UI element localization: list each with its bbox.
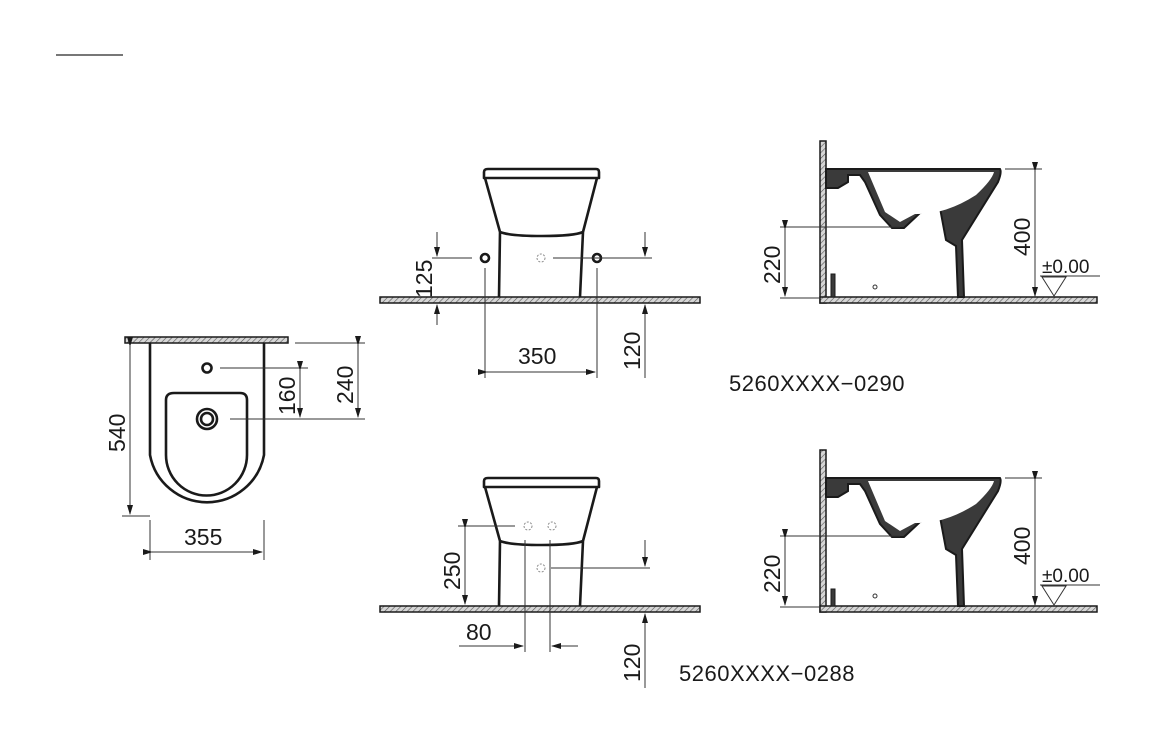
dim-outlet-height: 220 (759, 555, 785, 593)
level-label: ±0.00 (1042, 566, 1089, 587)
inlet-pipe (830, 588, 836, 607)
wall-section (124, 336, 289, 344)
dim-tap-to-drain: 160 (274, 377, 300, 415)
dim-connection-spacing: 350 (518, 343, 556, 369)
drain-outer-icon (195, 407, 219, 431)
dim-length: 540 (104, 414, 130, 452)
floor-section (379, 605, 701, 613)
connection-hot-icon (523, 521, 533, 531)
fixing-point-icon (872, 284, 878, 290)
dim-wall-to-drain: 240 (332, 366, 358, 404)
model-code-0288: 5260XXXX−0288 (679, 661, 855, 686)
connection-cold-icon (547, 521, 557, 531)
center-mark-icon (536, 253, 546, 263)
drain-mark-icon (536, 563, 546, 573)
bidet-front-outline (482, 167, 601, 298)
level-label: ±0.00 (1042, 257, 1089, 278)
side-view-0288: 220 400 ±0.00 (759, 449, 1100, 613)
dim-rim-height: 400 (1009, 218, 1035, 256)
wall-section (819, 449, 827, 613)
wall-section (819, 140, 827, 304)
connection-left-icon (479, 252, 491, 264)
inlet-pipe (830, 273, 836, 298)
tap-hole-icon (201, 362, 213, 374)
side-view-0290: 220 400 ±0.00 (759, 140, 1100, 304)
bidet-front-outline (482, 476, 601, 607)
drain-inner-icon (199, 411, 215, 427)
dim-width: 355 (184, 524, 222, 550)
model-code-0290: 5260XXXX−0290 (729, 371, 905, 396)
bowl-interior (868, 481, 994, 531)
level-marker-icon (1041, 585, 1067, 606)
dim-connection-offset: 80 (466, 619, 492, 645)
bowl-outline (164, 391, 249, 497)
dim-floor-depth: 120 (619, 332, 645, 370)
top-view: 540 355 160 240 (104, 336, 365, 560)
front-view-0290: 125 350 120 (379, 167, 701, 378)
dim-rim-height: 400 (1009, 527, 1035, 565)
front-view-0288: 250 80 120 (379, 476, 701, 688)
dim-connection-height: 250 (439, 552, 465, 590)
dim-outlet-height: 220 (759, 246, 785, 284)
dim-height-connection: 125 (411, 260, 437, 298)
fixing-point-icon (872, 593, 878, 599)
bowl-interior (868, 172, 994, 222)
level-marker-icon (1041, 276, 1067, 297)
bidet-outline (148, 343, 266, 504)
floor-section (379, 296, 701, 304)
dim-floor-depth: 120 (619, 644, 645, 682)
